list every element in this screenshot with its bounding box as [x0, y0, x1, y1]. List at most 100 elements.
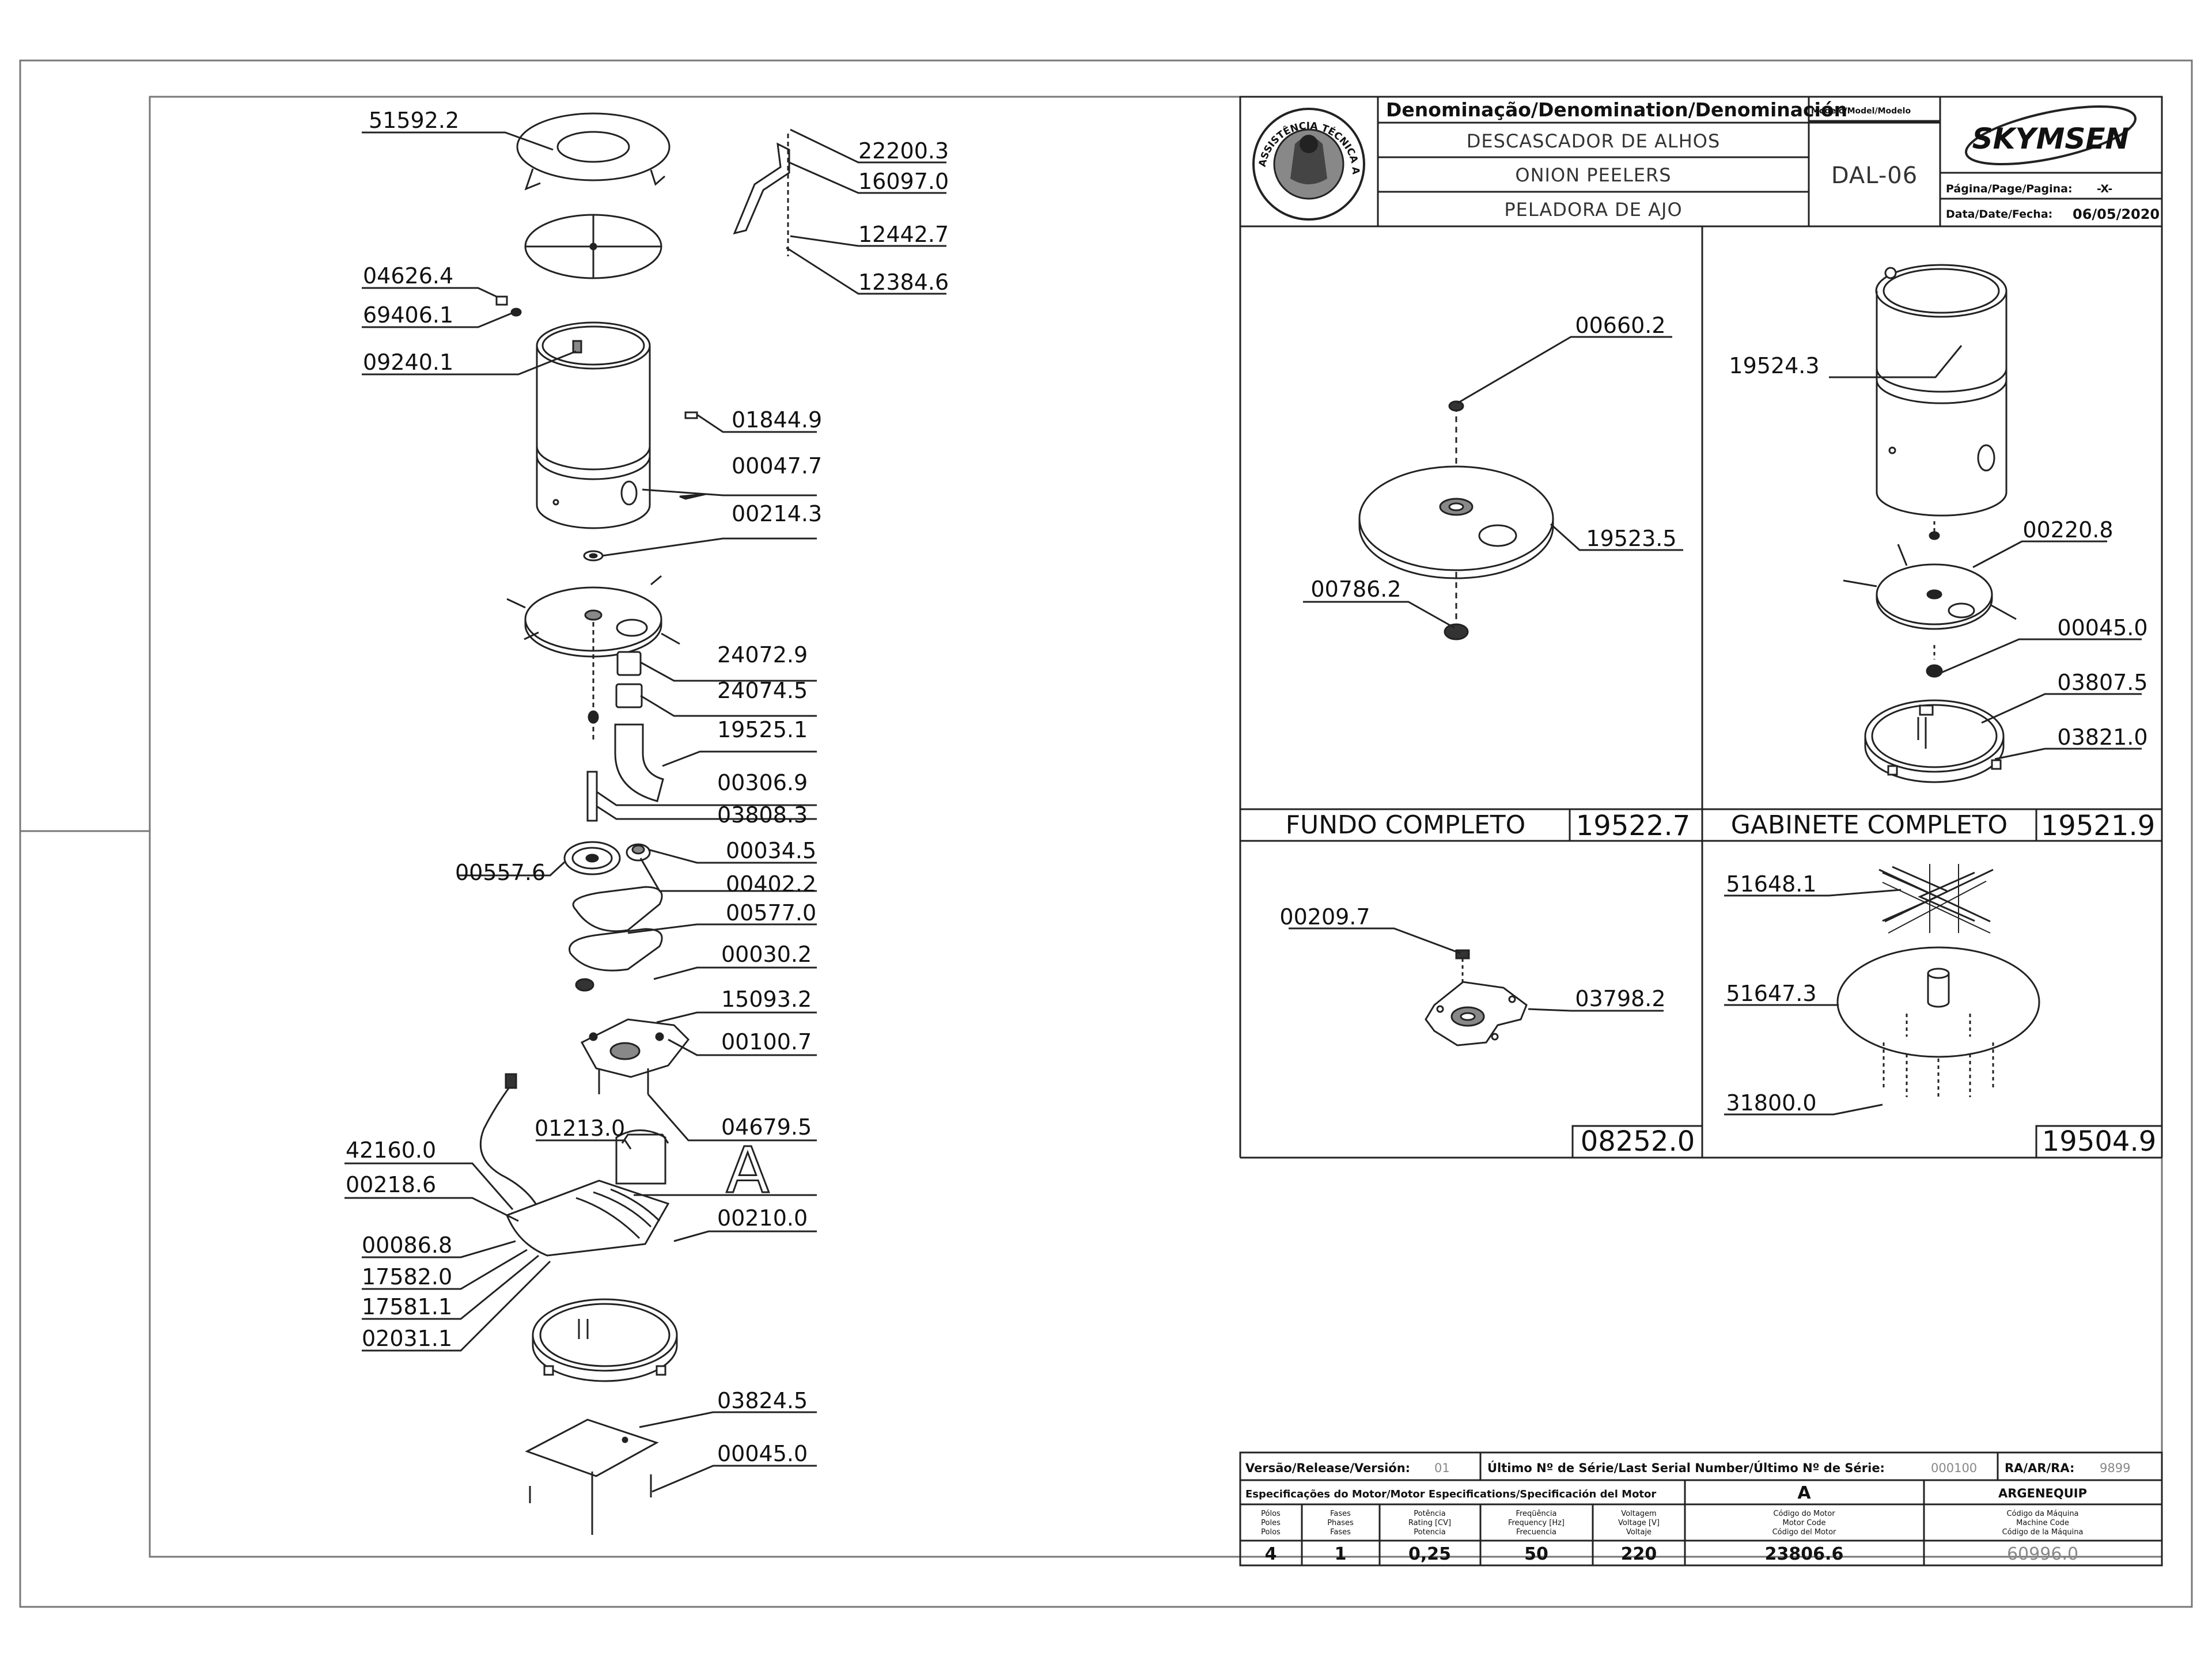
serial-label: Último Nº de Série/Last Serial Number/Úl… [1487, 1461, 1885, 1475]
exploded-view [344, 112, 946, 1535]
voltage-value: 220 [1621, 1544, 1657, 1564]
label-00210-0: 00210.0 [717, 1205, 808, 1231]
machine-code-header-en: Machine Code [2016, 1519, 2069, 1527]
ra-label: RA/AR/RA: [2005, 1461, 2074, 1475]
rating-header-en: Rating [CV] [1408, 1519, 1451, 1527]
phases-header-en: Phases [1327, 1519, 1354, 1527]
label-42160-0: 42160.0 [346, 1137, 436, 1163]
model-value: DAL-06 [1831, 162, 1918, 189]
subassembly-grid [1239, 226, 2163, 1159]
name-es: PELADORA DE AJO [1504, 199, 1682, 221]
poles-header-en: Poles [1261, 1519, 1281, 1527]
stamp-text: ASSISTÊNCIA TÉCNICA AUTORIZADA [0, 0, 1361, 175]
label-00402-2: 00402.2 [726, 871, 816, 897]
label-00577-0: 00577.0 [726, 900, 816, 926]
skymsen-logo: SKYMSEN [1965, 105, 2137, 166]
label-69406-1: 69406.1 [363, 302, 453, 328]
model-header: Modelo/Model/Modelo [1811, 107, 1911, 116]
motor-letter: A [1797, 1483, 1811, 1503]
frequency-header-es: Frecuencia [1516, 1528, 1556, 1537]
motor-code-header-en: Motor Code [1783, 1519, 1826, 1527]
label-00786-2: 00786.2 [1310, 577, 1401, 602]
motor-code-header-es: Código del Motor [1772, 1528, 1836, 1537]
svg-text:ASSISTÊNCIA TÉCNICA AUTORIZADA: ASSISTÊNCIA TÉCNICA AUTORIZADA [0, 0, 1361, 175]
label-22200-3: 22200.3 [858, 138, 949, 164]
name-pt: DESCASCADOR DE ALHOS [1467, 130, 1721, 152]
label-02031-1: 02031.1 [362, 1326, 452, 1351]
rating-header-pt: Potência [1414, 1510, 1445, 1518]
date-label: Data/Date/Fecha: [1946, 208, 2052, 221]
fundo-caption: FUNDO COMPLETO [1286, 810, 1526, 840]
label-00306-9: 00306.9 [717, 770, 808, 795]
company-name: ARGENEQUIP [1998, 1486, 2087, 1500]
label-12442-7: 12442.7 [858, 222, 949, 247]
version-value: 01 [1434, 1461, 1450, 1475]
poles-header-pt: Pólos [1261, 1510, 1281, 1518]
label-17581-1: 17581.1 [362, 1294, 452, 1319]
motor-code-value: 23806.6 [1765, 1544, 1844, 1564]
phases-value: 1 [1335, 1544, 1347, 1564]
gabinete-drawing [1829, 264, 2142, 783]
label-17582-0: 17582.0 [362, 1264, 452, 1290]
phases-header-pt: Fases [1330, 1510, 1351, 1518]
label-00214-3: 00214.3 [732, 501, 822, 526]
title-block [1239, 96, 2163, 227]
machine-code-value: 60996.0 [2007, 1544, 2078, 1564]
label-00557-6: 00557.6 [455, 860, 546, 885]
label-04679-5: 04679.5 [721, 1114, 812, 1140]
poles-header-es: Polos [1261, 1528, 1281, 1537]
version-label: Versão/Release/Versión: [1245, 1461, 1410, 1475]
frequency-value: 50 [1524, 1544, 1548, 1564]
label-31800-0: 31800.0 [1726, 1090, 1816, 1116]
label-03821-0: 03821.0 [2057, 725, 2147, 750]
label-51592-2: 51592.2 [369, 108, 459, 133]
label-00034-5: 00034.5 [726, 838, 816, 863]
motor-letter-a: A [726, 1133, 769, 1207]
label-00218-6: 00218.6 [346, 1172, 436, 1197]
machine-code-header-es: Código de la Máquina [2002, 1528, 2084, 1537]
label-19525-1: 19525.1 [717, 717, 808, 742]
label-00100-7: 00100.7 [721, 1029, 812, 1055]
label-03824-5: 03824.5 [717, 1388, 808, 1413]
label-19523-5: 19523.5 [1586, 526, 1676, 551]
label-16097-0: 16097.0 [858, 169, 949, 194]
phases-header-es: Fases [1330, 1528, 1351, 1537]
name-en: ONION PEELERS [1515, 164, 1671, 186]
poles-value: 4 [1265, 1544, 1277, 1564]
label-01213-0: 01213.0 [535, 1116, 625, 1141]
voltage-header-en: Voltage [V] [1618, 1519, 1660, 1527]
spec-label: Especificações do Motor/Motor Especifica… [1245, 1488, 1656, 1500]
label-04626-4: 04626.4 [363, 263, 453, 289]
label-00660-2: 00660.2 [1575, 313, 1665, 338]
base-plate-code: 08252.0 [1581, 1125, 1695, 1158]
serial-value: 000100 [1931, 1461, 1977, 1475]
ra-value: 9899 [2100, 1461, 2130, 1475]
label-00030-2: 00030.2 [721, 942, 812, 967]
label-51647-3: 51647.3 [1726, 981, 1816, 1006]
frequency-header-pt: Freqüência [1516, 1510, 1556, 1518]
label-51648-1: 51648.1 [1726, 871, 1816, 897]
motor-code-header-pt: Código do Motor [1773, 1510, 1835, 1518]
label-00045-0: 00045.0 [717, 1441, 808, 1466]
label-01844-9: 01844.9 [732, 407, 822, 433]
motor-values: 4 1 0,25 50 220 23806.6 60996.0 [1265, 1544, 2078, 1564]
fundo-code: 19522.7 [1576, 810, 1691, 842]
voltage-header-es: Voltaje [1626, 1528, 1652, 1537]
voltage-header-pt: Voltagem [1621, 1510, 1656, 1518]
fundo-drawing [1303, 336, 1683, 640]
label-12384-6: 12384.6 [858, 270, 949, 295]
base-plate-drawing [1289, 927, 1664, 1046]
label-24074-5: 24074.5 [717, 678, 808, 703]
authorized-service-stamp: ASSISTÊNCIA TÉCNICA AUTORIZADA [0, 0, 1365, 221]
frequency-header-en: Frequency [Hz] [1508, 1519, 1565, 1527]
label-09240-1: 09240.1 [363, 350, 453, 375]
rating-value: 0,25 [1408, 1544, 1451, 1564]
date-value: 06/05/2020 [2073, 206, 2160, 222]
cross-kit-code: 19504.9 [2042, 1125, 2157, 1158]
label-00220-8: 00220.8 [2022, 517, 2113, 543]
label-03798-2: 03798.2 [1575, 986, 1665, 1011]
label-00209-7: 00209.7 [1279, 904, 1370, 930]
label-24072-9: 24072.9 [717, 642, 808, 668]
